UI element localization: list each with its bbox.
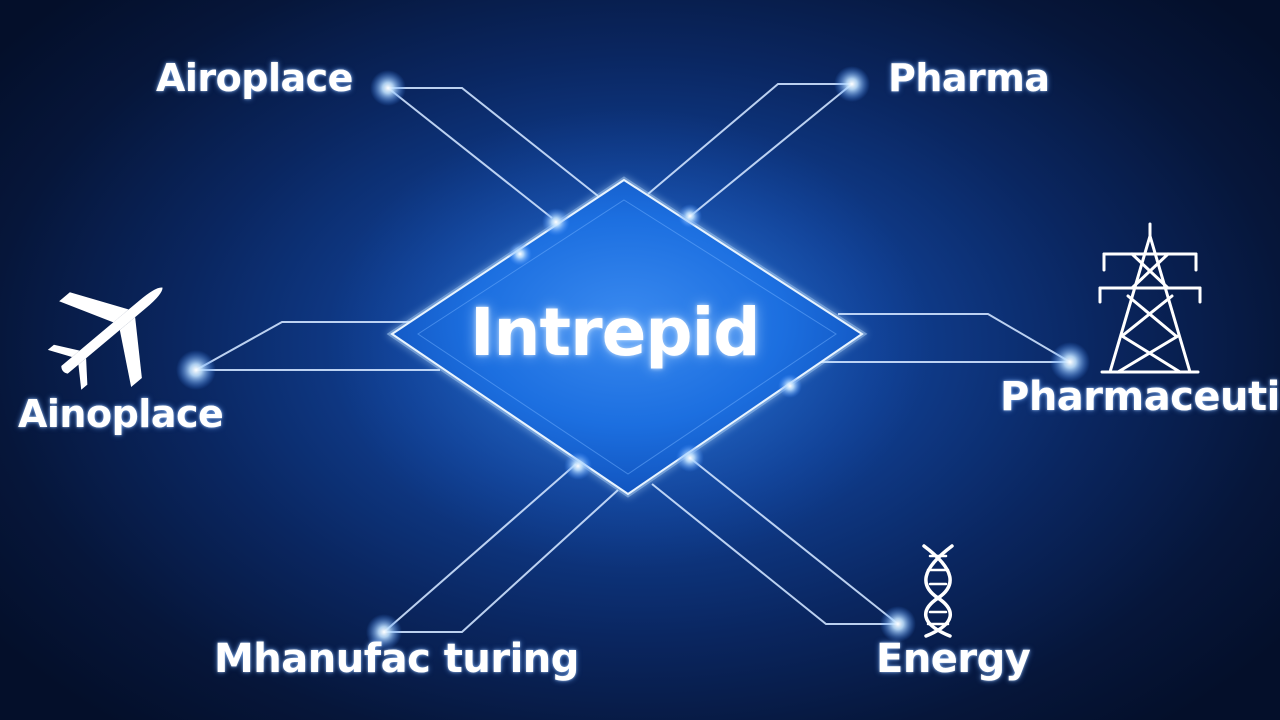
dot-hub-top-right	[678, 204, 702, 228]
hub-diamond-inner	[417, 199, 837, 475]
connector-bottom-right-inner	[689, 457, 899, 625]
dot-hub-right	[778, 374, 802, 398]
connector-lines	[195, 83, 1071, 633]
connector-bottom-left-inner	[383, 463, 577, 633]
power-tower-icon	[1098, 222, 1202, 374]
node-label-bottom-left: Mhanufac turing	[214, 636, 579, 682]
connector-mid-right	[838, 313, 1071, 363]
connector-bottom-left	[384, 489, 619, 633]
dot-hub-bottom-left	[564, 452, 592, 480]
node-label-mid-right: Pharmaceuti	[1000, 374, 1280, 420]
dot-mid-left	[176, 350, 216, 390]
dot-hub-left	[508, 242, 532, 266]
node-label-top-left: Airoplace	[156, 56, 353, 100]
dot-bottom-left	[366, 614, 402, 650]
dot-mid-right	[1050, 342, 1090, 382]
dot-hub-bottom-right	[676, 444, 704, 472]
hub-title: Intrepid	[470, 294, 761, 371]
connector-top-right-inner	[687, 83, 853, 219]
airplane-icon	[47, 287, 163, 390]
dot-bottom-right	[880, 606, 916, 642]
endpoint-dots	[176, 66, 1090, 650]
node-label-mid-left: Ainoplace	[18, 392, 224, 436]
connector-mid-left	[195, 321, 416, 371]
dot-hub-top	[542, 208, 570, 236]
dot-top-right	[834, 66, 870, 102]
connector-bottom-right	[651, 483, 898, 625]
connector-top-left-inner	[387, 87, 553, 219]
dna-icon	[922, 544, 954, 638]
connector-top-right	[647, 83, 852, 195]
node-label-bottom-right: Energy	[876, 636, 1031, 682]
node-label-top-right: Pharma	[888, 56, 1050, 100]
connector-top-left	[388, 87, 599, 197]
dot-top-left	[370, 70, 406, 106]
